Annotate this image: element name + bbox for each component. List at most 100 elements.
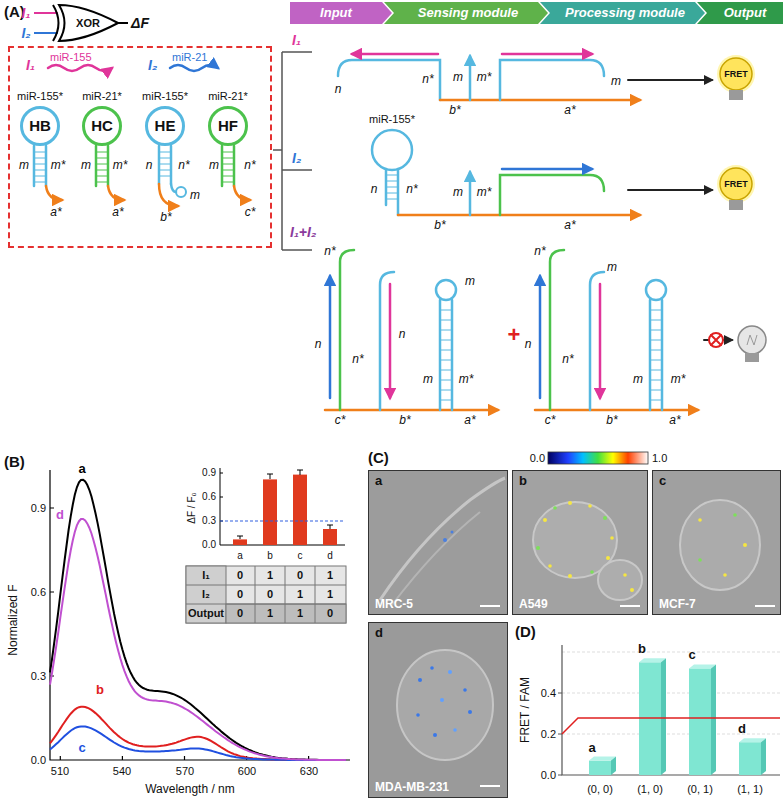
hairpin-strand-part [159,184,178,206]
label: I₁ [22,5,31,21]
ratio-bar-chart [558,645,780,775]
dashed-region: I₁miR-155I₂miR-21miR-155*HBmiR-21*HCmiR-… [8,46,272,248]
ratio-bar-chart-part [589,761,611,775]
node-text: HC [91,117,113,134]
probe-structure-part [590,272,604,410]
bulb-base [729,90,743,100]
probe-structure-part [338,60,440,100]
label: (0, 1) [687,783,713,796]
micrograph-part [512,470,648,615]
truth-table-part [186,566,346,623]
label: 0.9 [202,467,216,479]
signal-dot-part [743,543,747,547]
label: 1 [297,588,303,601]
signal-dot-part [536,546,540,550]
probe-structure-part [711,335,721,345]
truth-table [186,566,346,623]
label: ΔF / F₀ [186,492,198,523]
label: m [607,261,617,275]
band-shape [384,2,548,24]
probe-structure-part [535,409,698,412]
node-text: I₁ [26,57,35,73]
inset-bar-chart-part [220,468,345,545]
label: a [237,550,243,562]
color-scale-bar [548,452,648,464]
micrograph [368,470,781,798]
probe-structure-part [650,310,662,400]
micrograph-part [598,560,642,600]
bulb-glass [720,168,752,200]
label: d [327,550,333,562]
label: FRET / FAM [519,677,533,743]
probe-structure-part [500,60,604,100]
band-shape [540,2,705,24]
label: m [190,189,200,203]
spectrum-curve [50,726,346,760]
label: a [588,741,595,756]
probe-structure-part [628,189,712,191]
node-outline [716,166,756,212]
probe-structure-part [325,409,498,412]
label: 1.0 [652,452,667,465]
gate-body [59,5,118,41]
color-scale-bar-part [548,452,648,464]
truth-table-part [186,566,346,623]
label: a* [669,414,680,428]
label: b [267,550,273,562]
label: 1 [267,607,273,620]
hairpin-strand-part [159,152,171,176]
hairpin-loop: miR-21*HF [208,106,248,146]
spectrum-axes-part [50,470,350,760]
signal-dot-part [606,556,610,560]
inset-bar-chart-part [293,475,307,545]
ratio-bar-chart-part [711,664,716,775]
signal-dot-part [630,588,634,592]
gate-curve [53,5,59,41]
micrograph-part [755,605,775,607]
probe-structure-part [500,175,604,215]
micrograph-part [443,538,447,542]
label: (0, 0) [587,783,613,796]
node-text: Processing module [565,6,685,21]
node-text: HB [29,117,51,134]
micrograph-part [380,478,505,600]
hairpin-strand [34,65,250,206]
probe-structure-part [550,250,564,410]
branch-line [273,52,312,250]
label: m [453,186,463,200]
label: a* [564,104,575,118]
signal-dot-part [548,564,552,568]
label: 0.9 [31,502,46,515]
hairpin-strand-part [34,146,46,186]
label: a [78,462,85,477]
logic-wire-part [34,32,58,34]
probe-structure-part [389,284,392,398]
band-shape [290,2,392,24]
light-bulb-off-part [745,353,759,362]
inset-bar-chart-part [263,479,277,545]
inset-bar-chart-part [323,529,337,545]
hairpin-strand-part [222,152,234,182]
label: I₂ [21,25,30,41]
label: n [525,338,532,352]
micrograph-part [480,605,500,607]
probe-structure-part [709,333,723,347]
label: b [638,642,646,657]
label: (1, 0) [637,783,663,796]
probe-structure-part [502,53,592,56]
probe-structure-part [436,280,456,300]
truth-table-part [186,566,226,623]
module-band: Input [290,2,392,24]
label: n* [534,245,545,259]
bulb-glow [717,55,755,93]
label: m [209,159,219,173]
label: n* [406,183,417,197]
branch-line-part [273,52,312,250]
label: b [96,683,104,698]
hairpin-strand-part [96,152,108,182]
label: I₁+I₂ [290,224,316,240]
label: (C) [368,449,389,466]
label: m [633,373,643,387]
light-bulb: FRET [716,56,756,102]
hairpin-strand-part [176,187,186,197]
